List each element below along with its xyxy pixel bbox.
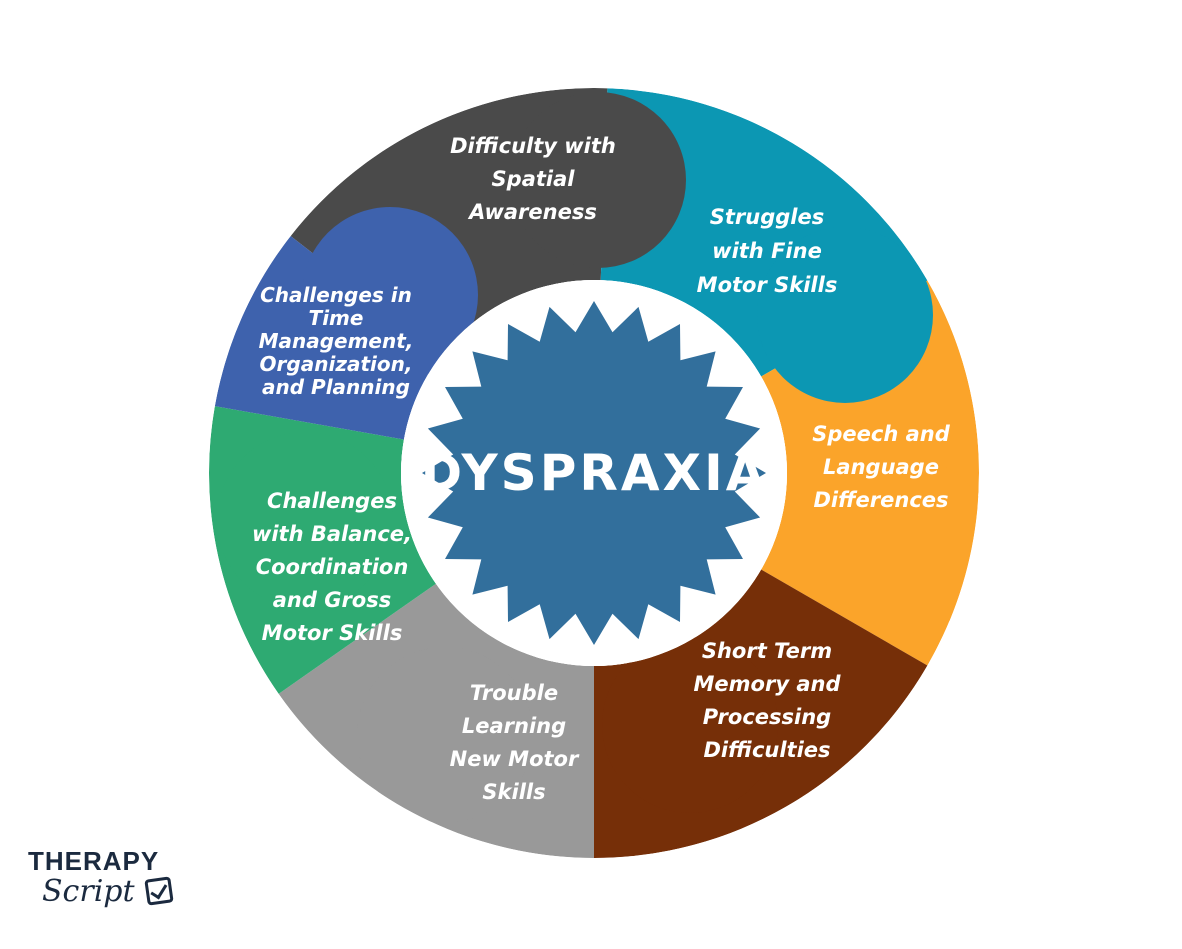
- segment-label-line: and Planning: [262, 375, 410, 399]
- segment-label-line: Trouble: [470, 681, 558, 705]
- logo-wordmark-script: Script: [42, 874, 135, 909]
- segment-label-line: with Balance,: [252, 522, 412, 546]
- segment-label-line: Time: [309, 306, 364, 330]
- segment-label-line: Learning: [462, 714, 566, 738]
- segment-label-line: Challenges: [267, 489, 397, 513]
- segment-bulge-speech: [817, 457, 979, 633]
- segment-label-line: Struggles: [710, 205, 824, 229]
- segment-label-line: Motor Skills: [262, 621, 403, 645]
- segment-label-line: Difficulties: [703, 738, 830, 762]
- segment-bulge-balance: [217, 432, 393, 608]
- segment-label-line: Skills: [482, 780, 545, 804]
- segment-label-line: Memory and: [694, 672, 842, 696]
- segment-label-line: Motor Skills: [697, 273, 838, 297]
- segment-label-line: Short Term: [702, 639, 832, 663]
- segment-ring: [209, 88, 979, 858]
- checkbox-icon: [144, 876, 174, 906]
- segment-bulge-learning: [357, 647, 533, 823]
- therapy-script-logo: THERAPY Script: [28, 846, 198, 916]
- segment-bulge-memory: [602, 637, 778, 813]
- segment-label-line: Differences: [813, 488, 948, 512]
- segment-label-line: Organization,: [260, 352, 413, 376]
- starburst-badge: [422, 301, 766, 645]
- logo-wordmark-therapy: THERAPY: [28, 846, 160, 876]
- segment-label-line: Spatial: [492, 167, 576, 191]
- segment-label-line: and Gross: [273, 588, 391, 612]
- segment-label-line: Language: [823, 455, 939, 479]
- segment-label-line: Challenges in: [260, 283, 412, 307]
- center-title: DYSPRAXIA: [421, 444, 768, 502]
- segment-label-line: Coordination: [256, 555, 409, 579]
- segment-label-balance: Challenges with Balance, Coordination and G…: [252, 489, 412, 645]
- segment-bulge-fine-motor: [757, 227, 933, 403]
- segment-bulge-spatial: [510, 92, 686, 268]
- segment-label-line: with Fine: [712, 239, 822, 263]
- segment-label-line: New Motor: [450, 747, 580, 771]
- segment-label-line: Speech and: [812, 422, 950, 446]
- segment-label-line: Awareness: [467, 200, 597, 224]
- segment-label-line: Difficulty with: [450, 134, 616, 158]
- segment-label-line: Management,: [259, 329, 414, 353]
- segment-label-line: Processing: [703, 705, 831, 729]
- segment-bulge-time: [302, 207, 478, 383]
